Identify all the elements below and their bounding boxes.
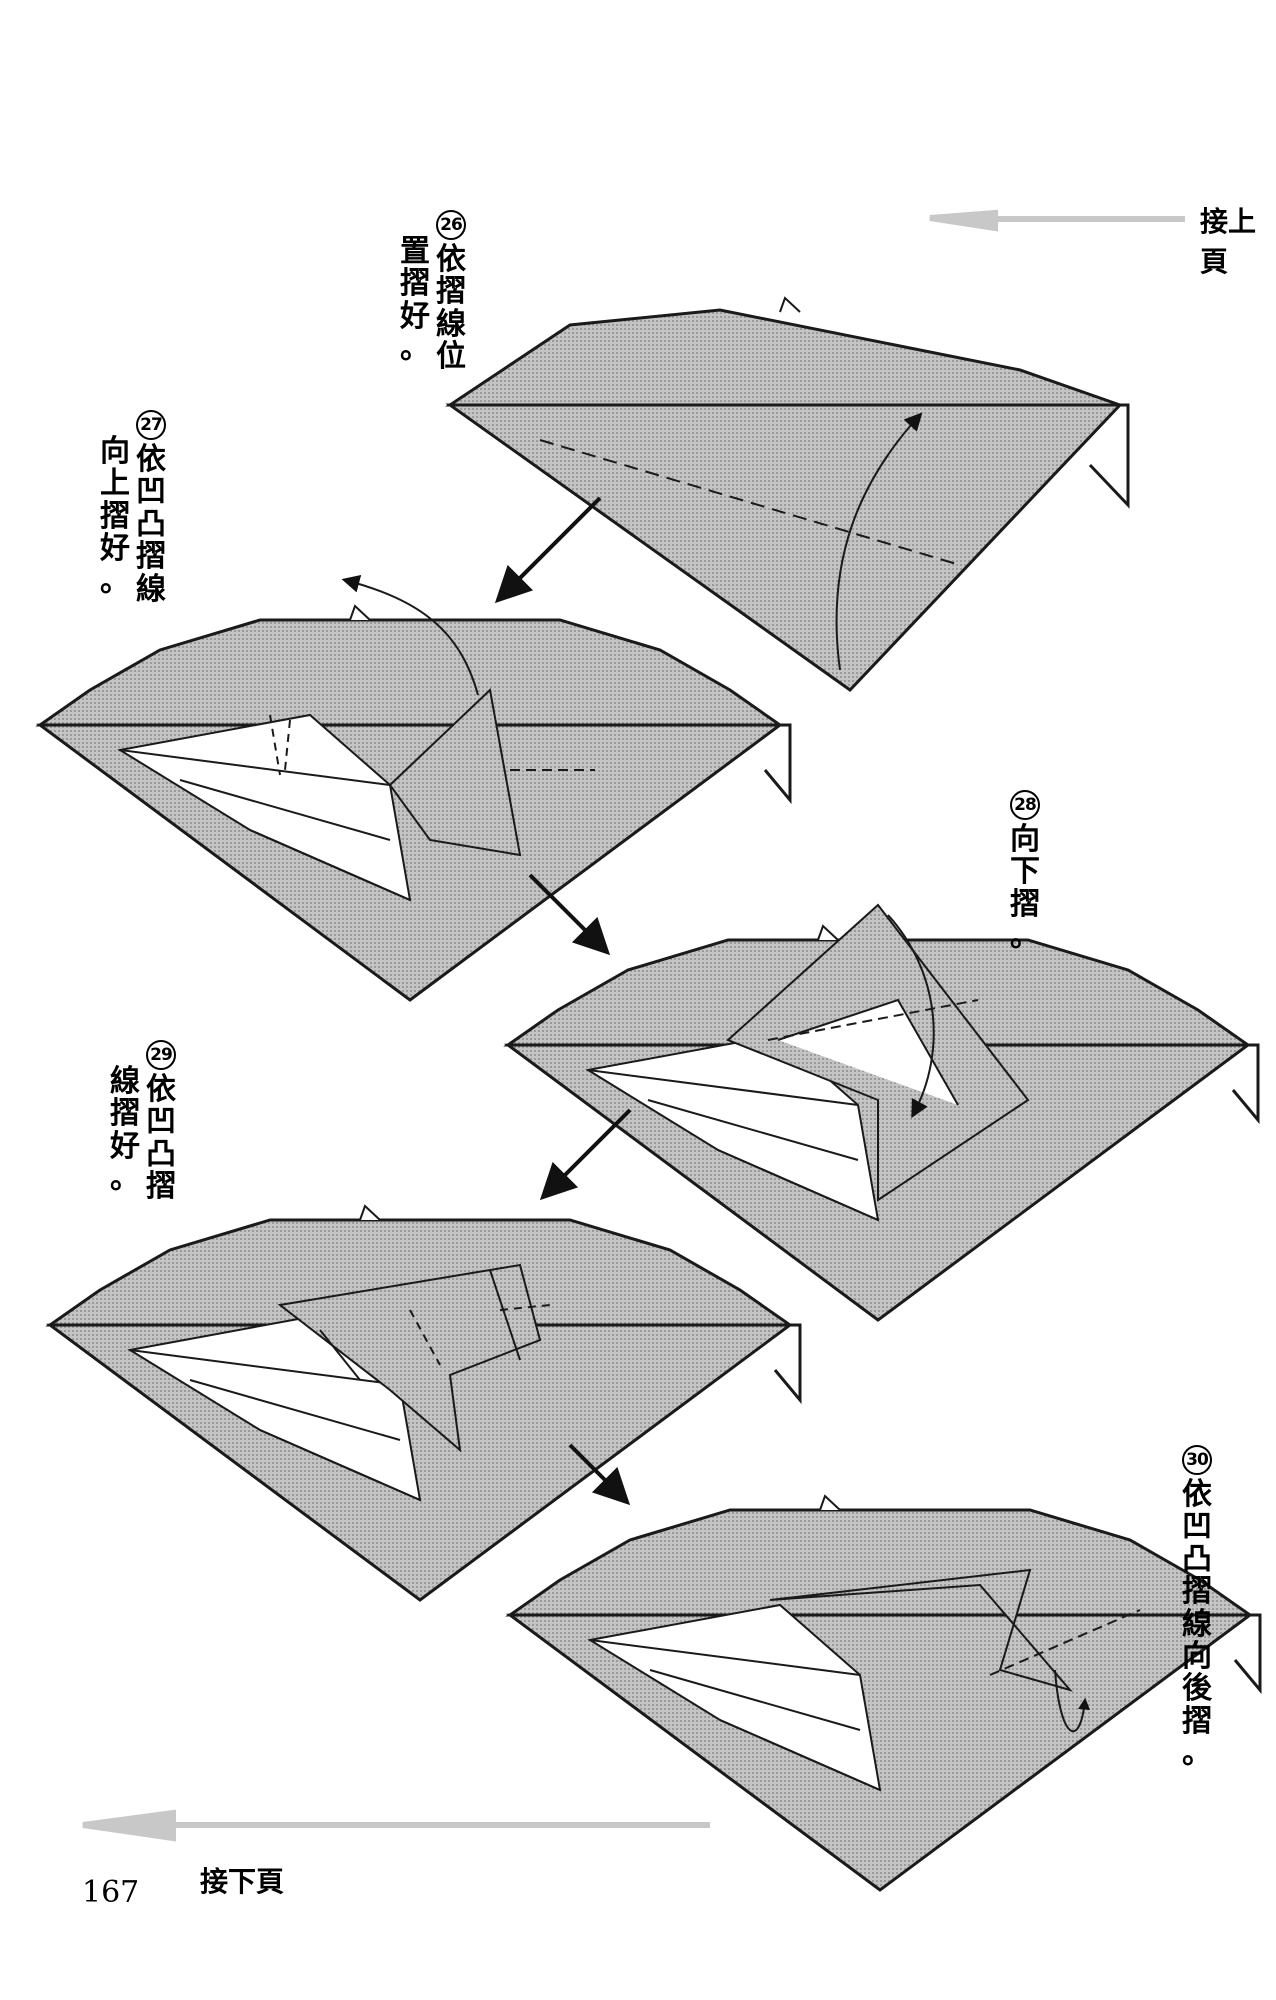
caption-line: 置摺好。 bbox=[400, 234, 430, 367]
page-number: 167 bbox=[82, 1875, 140, 1910]
continued-from-label: 接上頁 bbox=[1200, 205, 1257, 278]
caption-line: 依凹凸摺線向後摺。 bbox=[1182, 1477, 1212, 1772]
diagram-step-27 bbox=[38, 575, 792, 1002]
caption-line: 依凹凸摺線 bbox=[136, 442, 166, 607]
step-arrow-28 bbox=[539, 1108, 632, 1201]
step-number: 30 bbox=[1182, 1445, 1212, 1475]
diagram-step-26 bbox=[445, 296, 1130, 692]
step-arrow-27 bbox=[528, 873, 611, 956]
diagram-step-30 bbox=[508, 1494, 1262, 1892]
step-arrow-26 bbox=[494, 496, 602, 604]
step-number: 27 bbox=[136, 410, 166, 440]
diagram-step-28 bbox=[506, 903, 1260, 1322]
continued-from-arrow bbox=[929, 209, 1185, 232]
caption-line: 向下摺。 bbox=[1010, 822, 1040, 955]
caption-line: 依凹凸摺 bbox=[146, 1072, 176, 1205]
step-number: 26 bbox=[436, 210, 466, 240]
caption-line: 依摺線位 bbox=[436, 242, 466, 375]
continued-to-label: 接下頁 bbox=[200, 1865, 285, 1898]
diagram-step-29 bbox=[48, 1204, 802, 1602]
step-number: 28 bbox=[1010, 790, 1040, 820]
continued-to-arrow bbox=[82, 1809, 710, 1842]
caption-line: 向上摺好。 bbox=[100, 434, 130, 599]
step-arrow-29 bbox=[568, 1443, 631, 1506]
step-number: 29 bbox=[146, 1040, 176, 1070]
caption-line: 線摺好。 bbox=[110, 1064, 140, 1197]
